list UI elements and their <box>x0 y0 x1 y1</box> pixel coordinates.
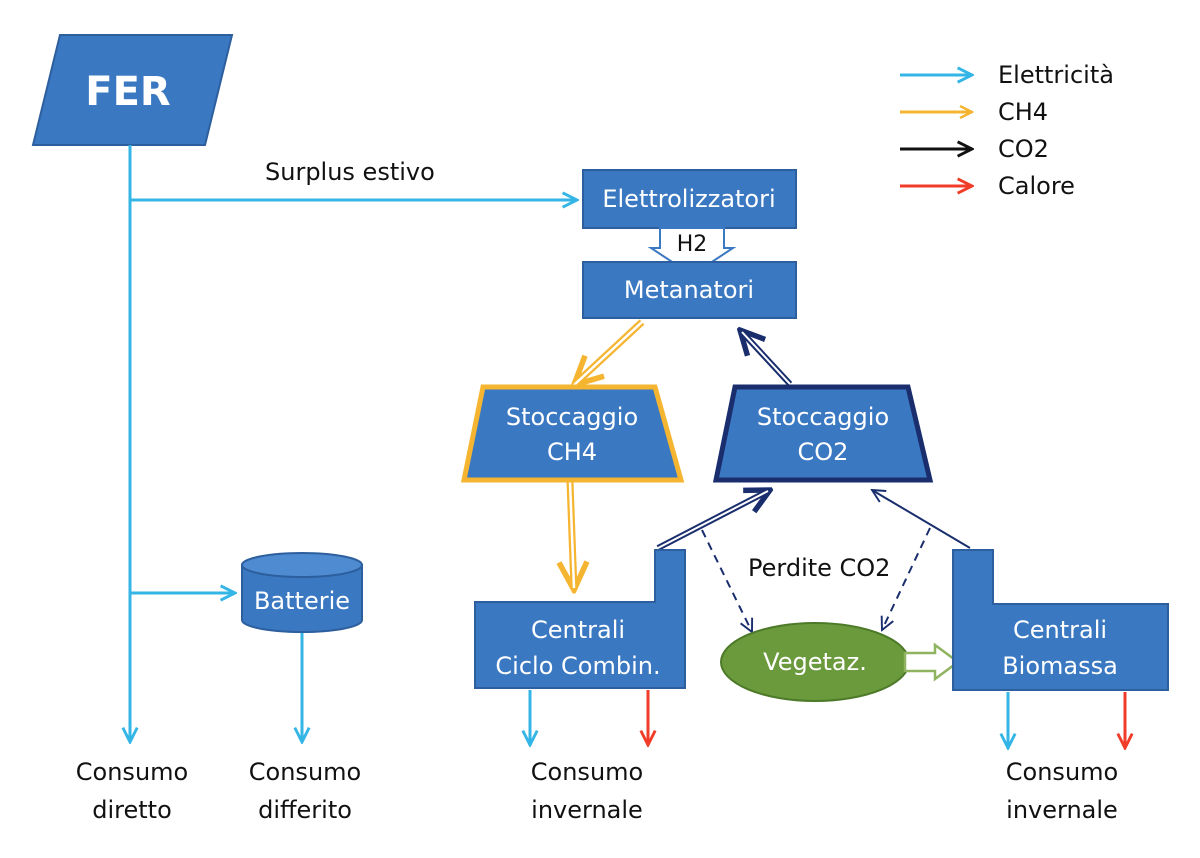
consumo-differito-label-1: Consumo <box>249 758 361 786</box>
stoccaggio-co2-label-1: Stoccaggio <box>757 403 889 431</box>
legend-label-electricity: Elettricità <box>998 61 1114 89</box>
stoccaggio-ch4-label-1: Stoccaggio <box>506 403 638 431</box>
centrali-cc-label-1: Centrali <box>531 616 625 644</box>
h2-label: H2 <box>677 232 708 257</box>
co2-loss-right-arrow <box>882 527 931 630</box>
centrali-bio-node: Centrali Biomassa <box>952 549 1169 691</box>
vegetazione-label: Vegetaz. <box>763 648 867 676</box>
consumo-invernale-2-label-2: invernale <box>1006 796 1118 824</box>
consumo-invernale-1-label-2: invernale <box>531 796 643 824</box>
stoccaggio-ch4-node: Stoccaggio CH4 <box>460 384 685 483</box>
co2-from-bio-arrow <box>872 490 971 549</box>
legend-label-ch4: CH4 <box>998 98 1048 126</box>
fer-label: FER <box>85 69 170 115</box>
centrali-bio-label-1: Centrali <box>1013 616 1107 644</box>
vegetation-to-biomass-arrow <box>903 642 961 682</box>
stoccaggio-co2-label-2: CO2 <box>798 438 849 466</box>
fer-node: FER <box>31 34 234 146</box>
stoccaggio-ch4-label-2: CH4 <box>547 438 597 466</box>
metanatori-label: Metanatori <box>624 276 754 304</box>
legend-label-co2: CO2 <box>998 135 1049 163</box>
batterie-node: Batterie <box>241 552 363 633</box>
vegetazione-node: Vegetaz. <box>720 622 910 702</box>
elettrolizzatori-label: Elettrolizzatori <box>602 185 775 213</box>
legend-label-heat: Calore <box>998 172 1075 200</box>
co2-flows <box>656 330 971 632</box>
elettrolizzatori-node: Elettrolizzatori <box>582 169 797 229</box>
output-labels: Consumo diretto Consumo differito Consum… <box>76 758 1118 824</box>
centrali-bio-label-2: Biomassa <box>1002 652 1118 680</box>
output-flows <box>530 690 1125 748</box>
co2-loss-left-arrow <box>701 529 752 632</box>
surplus-label: Surplus estivo <box>265 158 435 186</box>
consumo-invernale-2-label-1: Consumo <box>1006 758 1118 786</box>
consumo-invernale-1-label-1: Consumo <box>531 758 643 786</box>
centrali-cc-label-2: Ciclo Combin. <box>495 652 660 680</box>
perdite-co2-label: Perdite CO2 <box>748 554 890 582</box>
legend: Elettricità CH4 CO2 Calore <box>900 61 1114 200</box>
consumo-diretto-label-2: diretto <box>92 796 172 824</box>
centrali-cc-node: Centrali Ciclo Combin. <box>474 549 686 689</box>
batterie-label: Batterie <box>254 587 350 615</box>
consumo-differito-label-2: differito <box>258 796 352 824</box>
consumo-diretto-label-1: Consumo <box>76 758 188 786</box>
metanatori-node: Metanatori <box>582 261 797 319</box>
ch4-flows <box>570 319 645 590</box>
electricity-flows-left <box>130 145 577 742</box>
stoccaggio-co2-node: Stoccaggio CO2 <box>712 384 934 483</box>
